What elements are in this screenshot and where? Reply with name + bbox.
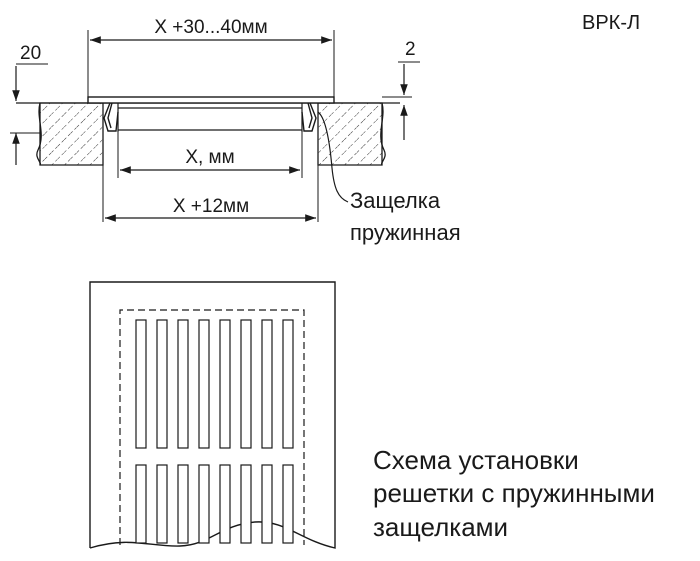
callout-line-2: пружинная [350,220,461,245]
grille-slot [282,319,294,449]
left-wall-break [36,102,42,166]
grille-slot [282,464,294,544]
left-spring-clip [103,102,119,132]
front-view [89,281,336,549]
callout-leader [317,111,349,203]
grille-slot [219,319,231,449]
dim-outer-width-label: X +30...40мм [154,17,267,38]
grille-flange [87,96,335,104]
grille-slot [177,319,189,449]
grille-slot [156,464,168,544]
front-dashed-outline [119,309,305,545]
grille-slot [240,464,252,544]
grille-slot [135,464,147,544]
grille-slot [135,319,147,449]
right-wall-break [380,102,386,166]
grille-slot [177,464,189,544]
dim-opening-width-label: X +12мм [173,196,249,217]
section-view: X +30...40мм X, мм X +12мм 20 2 [10,17,420,222]
grille-slot [261,319,273,449]
model-label: ВРК-Л [582,12,640,34]
grille-slot [240,319,252,449]
grille-slot [198,464,210,544]
grille-slot [198,319,210,449]
caption-line-2: решетки с пружинными [373,478,655,508]
left-wall [39,102,104,166]
grille-slot [219,464,231,544]
callout-line-1: Защелка [350,188,441,213]
grille-slot [261,464,273,544]
dim-inner-width-label: X, мм [185,147,234,168]
caption-line-3: защелками [373,512,508,542]
grille-slot [156,319,168,449]
right-spring-clip [301,102,317,132]
caption-line-1: Схема установки [373,445,579,475]
dim-frame-thickness-label: 2 [405,39,416,60]
dim-wall-thickness-label: 20 [20,43,41,64]
front-frame [89,281,336,549]
